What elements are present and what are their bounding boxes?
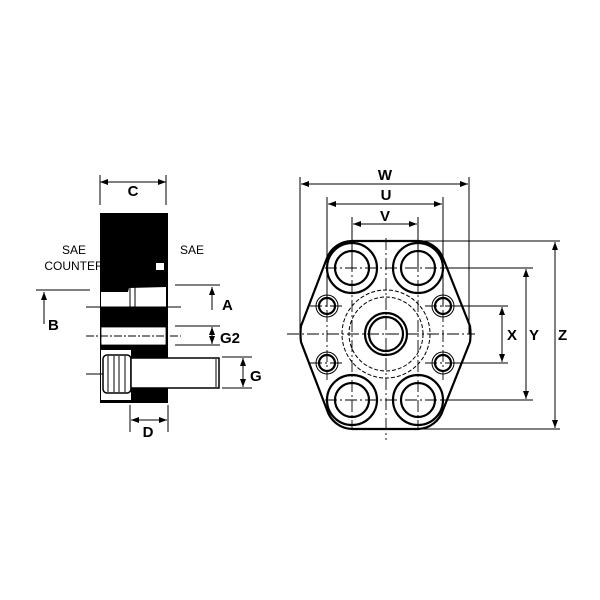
dimension-z: Z	[420, 240, 567, 430]
dimension-v: V	[351, 208, 419, 268]
dimension-a: A	[175, 284, 233, 314]
label-w: W	[378, 167, 393, 184]
dimension-b: B	[36, 289, 90, 334]
body-marker	[156, 263, 164, 270]
label-g2: G2	[220, 330, 240, 347]
front-view: W U V	[287, 167, 567, 440]
label-y: Y	[529, 327, 539, 344]
port-cut	[101, 287, 166, 307]
label-sae-counter-1: SAE	[62, 243, 86, 257]
label-c: C	[128, 183, 139, 200]
dimension-u: U	[326, 187, 444, 306]
side-view: C SAE COUNTER SAE	[36, 175, 262, 441]
label-u: U	[381, 187, 392, 204]
dimension-d: D	[129, 405, 169, 441]
label-b: B	[48, 317, 59, 334]
label-d: D	[143, 424, 154, 441]
label-z: Z	[558, 327, 567, 344]
label-g: G	[250, 368, 262, 385]
dimension-w: W	[299, 167, 470, 334]
dimension-g2: G2	[175, 325, 240, 347]
label-x: X	[507, 327, 517, 344]
center-lines	[287, 238, 475, 440]
dimension-x: X	[455, 305, 517, 364]
dimension-g: G	[222, 356, 262, 389]
label-sae-counter-2: COUNTER	[44, 259, 104, 273]
label-v: V	[380, 208, 390, 225]
label-sae: SAE	[180, 243, 204, 257]
dimension-c: C	[99, 175, 167, 205]
dimension-y: Y	[440, 267, 539, 401]
bolt	[102, 354, 220, 394]
label-a: A	[222, 297, 233, 314]
